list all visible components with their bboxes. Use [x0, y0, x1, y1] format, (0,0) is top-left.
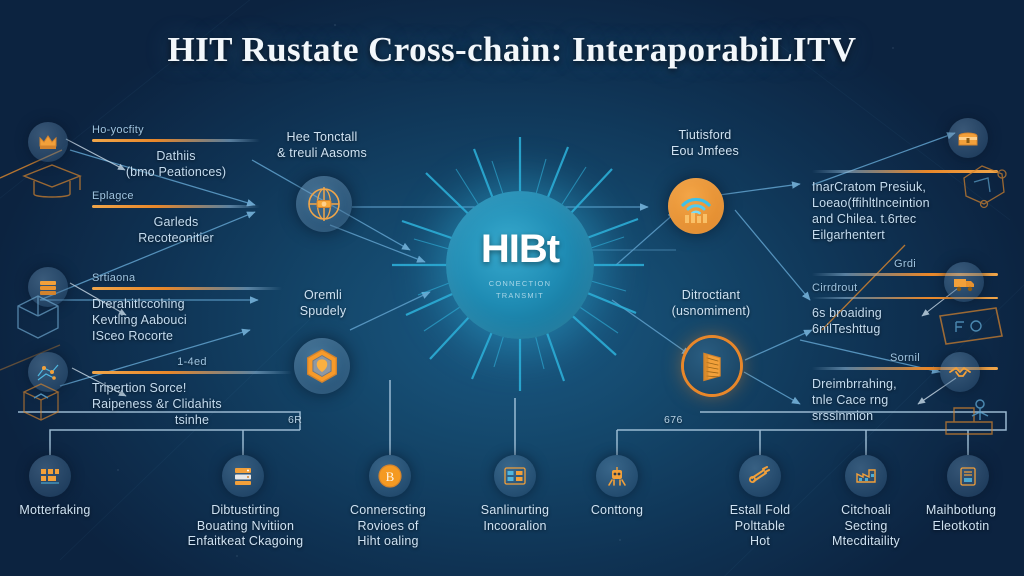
factory-icon [856, 469, 876, 483]
bottom-label-4: Sanlinurting Incooralion [480, 503, 550, 533]
left-block-3-body: Drerahitlccohing Kevtling Aabouci ISceo … [92, 296, 187, 344]
right-block-2-sub: Cirrdrout [812, 281, 858, 294]
graduation-cap-doodle [22, 164, 82, 198]
wifi-signal-icon [681, 197, 711, 223]
globe-network-icon [308, 187, 340, 221]
right-block-1-rule [812, 170, 998, 173]
truck-box-icon [954, 279, 974, 292]
key-cluster-icon [749, 466, 770, 483]
left-block-3: Srtiaona Drerahitlccohing Kevtling Aabou… [92, 272, 282, 344]
left-block-4: 1-4ed Tripertion Sorce! Raipeness &r Cli… [92, 356, 292, 428]
crown-chip-icon [39, 135, 57, 149]
side-icon-network-map[interactable] [28, 352, 68, 392]
left-block-4-rule [92, 371, 292, 374]
bottom-node-2[interactable] [222, 455, 264, 497]
bottom-label-8: Maihbotlung Eleotkotin [925, 503, 997, 533]
ledger-blocks-icon [703, 352, 721, 382]
bottom-node-4[interactable] [494, 455, 536, 497]
left-block-2-body: Garleds Recoteonitier [138, 214, 214, 245]
inner-node-ledger[interactable] [684, 338, 740, 394]
polygon-node-doodle [963, 165, 1007, 209]
hub-sublabel: CONNECTION TRANSMIT [489, 278, 551, 301]
bottom-label-3: Connerscting Rovioes of Hiht oaling [349, 503, 427, 549]
tick-left: 6R [288, 414, 303, 426]
left-block-1: Ho-yocfity Dathiis (bmo Peationces) [92, 124, 260, 180]
bottom-node-7[interactable] [845, 455, 887, 497]
left-block-3-rule [92, 287, 282, 290]
left-block-1-header: Ho-yocfity [92, 124, 144, 136]
right-block-2-header: Grdi [894, 258, 916, 270]
side-icon-crown-chip[interactable] [28, 122, 68, 162]
server-rack-icon [235, 468, 251, 485]
tick-right: 676 [664, 414, 683, 426]
right-block-3-header: Sornil [890, 352, 920, 364]
box-open-doodle [22, 383, 60, 421]
inner-node-shield[interactable] [294, 338, 350, 394]
bottom-label-1: Motterfaking [19, 503, 91, 517]
left-block-1-rule [92, 139, 260, 142]
bitcoin-coin-icon: B [378, 464, 402, 488]
bottom-label-7: Citchoali Secting Mtecditaility [832, 503, 900, 549]
hub-sublabel-line1: CONNECTION [488, 279, 552, 289]
left-block-2-rule [92, 205, 260, 208]
side-icon-handshake[interactable] [940, 352, 980, 392]
inner-globe-caption: Hee Tonctall & treuli Aasoms [277, 130, 367, 160]
bottom-node-6[interactable] [739, 455, 781, 497]
bottom-node-8[interactable] [947, 455, 989, 497]
bottom-node-3[interactable]: B [369, 455, 411, 497]
left-block-2-header: Eplagce [92, 190, 134, 202]
left-block-4-header: 1-4ed [177, 356, 207, 368]
side-icon-truck-box[interactable] [944, 262, 984, 302]
network-map-icon [37, 364, 59, 381]
robot-icon [608, 467, 626, 486]
right-block-2-body: 6s broaiding 6nilTeshttug [812, 306, 882, 337]
bottom-label-5: Conttong [590, 503, 644, 517]
hexagon-shield-icon [307, 349, 337, 383]
left-block-1-body: Dathiis (bmo Peationces) [125, 148, 227, 179]
left-block-4-body: Tripertion Sorce! Raipeness &r Clidahits… [92, 380, 222, 428]
right-block-2: Grdi Cirrdrout 6s broaiding 6nilTeshttug [812, 258, 998, 338]
data-cluster-icon [41, 469, 59, 484]
right-block-1: InarCratom Presiuk, Loeao(ffihltlnceinti… [812, 170, 998, 244]
hub-core: HIBt CONNECTION TRANSMIT [446, 191, 594, 339]
right-block-2-rule-2 [812, 296, 998, 299]
right-block-3-rule [812, 367, 998, 370]
hub-node[interactable]: HIBt CONNECTION TRANSMIT [392, 137, 644, 391]
right-block-1-body: InarCratom Presiuk, Loeao(ffihltlnceinti… [812, 179, 930, 243]
inner-node-globe[interactable] [296, 176, 352, 232]
right-block-2-rule [812, 273, 998, 276]
card-frame-doodle [939, 307, 1003, 345]
hub-sublabel-line2: TRANSMIT [496, 290, 544, 300]
inner-shield-caption: Oremli Spudely [299, 288, 347, 318]
treasure-chest-icon [958, 132, 978, 146]
inner-signal-caption: Tiutisford Eou Jmfees [670, 128, 739, 158]
svg-text:B: B [386, 469, 395, 484]
document-stack-icon [960, 467, 976, 486]
right-block-3-body: Dreimbrrahing, tnle Cace rng srssinmion [812, 376, 897, 424]
inner-node-signal[interactable] [668, 178, 724, 234]
side-icon-treasure-chest[interactable] [948, 118, 988, 158]
dashboard-icon [504, 467, 526, 485]
inner-ledger-caption: Ditroctiant (usnomiment) [671, 288, 751, 318]
page-title: HIT Rustate Cross-chain: InteraporabiLIT… [167, 30, 857, 69]
bottom-node-5[interactable] [596, 455, 638, 497]
bottom-label-6: Estall Fold Polttable Hot [729, 503, 791, 549]
bottom-label-2: Dibtustirting Bouating Nvitiion Enfaitke… [187, 503, 304, 549]
handshake-icon [949, 366, 971, 377]
hub-label: HIBt [480, 227, 560, 272]
right-block-3: Sornil Dreimbrrahing, tnle Cace rng srss… [812, 352, 998, 424]
left-block-3-header: Srtiaona [92, 272, 136, 284]
cube-outline-doodle [17, 295, 59, 339]
left-block-2: Eplagce Garleds Recoteonitier [92, 190, 260, 246]
bottom-node-1[interactable] [29, 455, 71, 497]
coin-stack-icon [40, 281, 56, 295]
person-desk-doodle [945, 399, 993, 435]
